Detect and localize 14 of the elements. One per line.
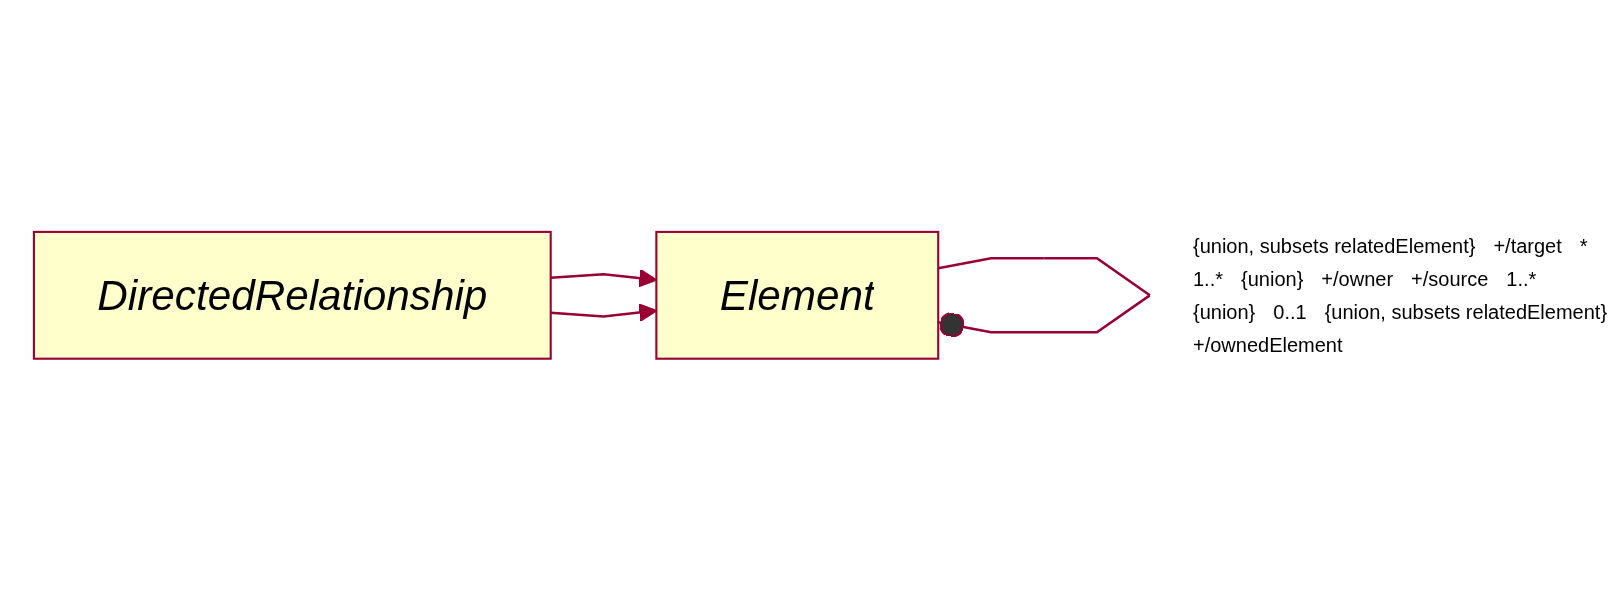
node-box: DirectedRelationship <box>32 231 552 360</box>
association-end-label: 0..1 <box>1273 300 1307 324</box>
association-end-label: 1..* <box>1193 267 1224 291</box>
association-end-label: 1..* <box>1506 267 1537 291</box>
association-end-label: {union, subsets relatedElement} <box>1193 234 1476 258</box>
association-end-label: +/target <box>1493 234 1562 258</box>
association-end-label: * <box>1579 234 1588 258</box>
node-box: Element <box>654 231 939 360</box>
association-end-label: {union} <box>1193 300 1256 324</box>
association-end-label: {union} <box>1241 267 1304 291</box>
association-end-label: +/owner <box>1321 267 1394 291</box>
association-end-label: +/source <box>1411 267 1489 291</box>
association-end-label: {union, subsets relatedElement} <box>1324 300 1608 324</box>
association-end-label: +/ownedElement <box>1193 333 1343 357</box>
